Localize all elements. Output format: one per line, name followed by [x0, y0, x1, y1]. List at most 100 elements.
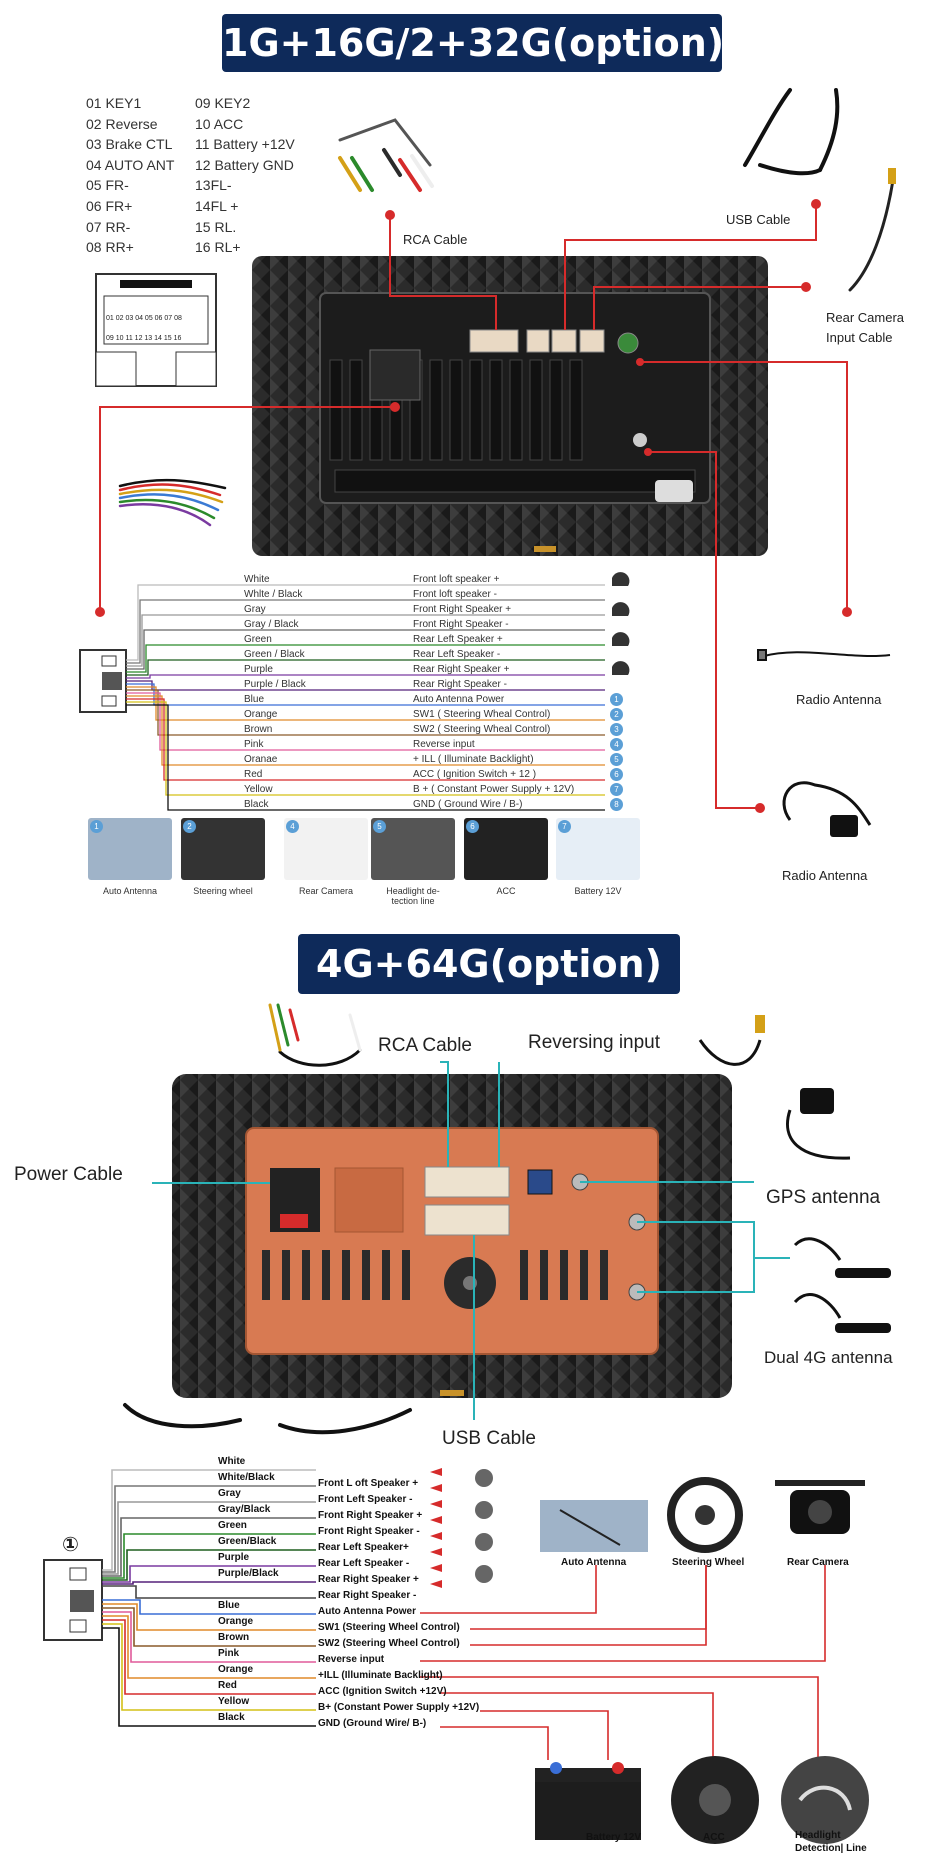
reversing-input-cable-icon [698, 1015, 765, 1066]
wire-line [102, 1611, 316, 1663]
rca-cable-label: RCA Cable [403, 232, 468, 247]
wire-function-label: SW1 (Steering Wheel Control) [318, 1622, 460, 1633]
gps-antenna-label: GPS antenna [766, 1187, 881, 1208]
rca-cable-icon-2 [268, 1003, 362, 1067]
wire-color-label: Purple [218, 1552, 250, 1563]
wire-function-label: Front Right Speaker + [318, 1510, 423, 1521]
wire-function-label: Rear Left Speaker + [413, 634, 503, 645]
wire-color-label: Blue [218, 1600, 240, 1611]
wire-line [126, 599, 605, 664]
thumb-number-badge: 4 [286, 820, 299, 833]
wire-function-label: Rear Right Speaker + [413, 664, 510, 675]
wire-function-label: Auto Antenna Power [413, 694, 505, 705]
rear-camera-label-2: Input Cable [826, 330, 893, 345]
number-badge: 5 [610, 753, 623, 766]
pin-item: 07 RR- [86, 218, 131, 235]
radio-antenna-puck-icon [782, 781, 872, 837]
unit-1-vents [329, 359, 583, 461]
wire-color-label: White/Black [218, 1472, 275, 1483]
section-1-title: 1G+16G/2+32G(option) [222, 14, 724, 72]
pin-item: 01 KEY1 [86, 95, 142, 111]
pin-list-right: 09 KEY2 10 ACC 11 Battery +12V 12 Batter… [195, 93, 295, 258]
dual-4g-antenna-label: Dual 4G antenna [764, 1348, 893, 1367]
steering-wheel-image [667, 1477, 743, 1553]
pin-item: 11 Battery +12V [195, 136, 295, 153]
headlight-caption-2: Detection| Line [795, 1843, 867, 1854]
wire-line [102, 1517, 316, 1577]
unit-1-tab [534, 546, 556, 552]
accessory-thumb: 4 [284, 818, 368, 880]
accessory-thumb: 2 [181, 818, 265, 880]
wire-color-label: White [244, 574, 270, 585]
head-unit-1 [252, 256, 768, 556]
wire-color-label: Blue [244, 694, 265, 705]
wire-color-label: Whlte / Black [244, 589, 303, 600]
wire-line [126, 584, 605, 661]
connector-pinout-box [95, 273, 217, 387]
accessory-thumb: 6 [464, 818, 548, 880]
wire-function-label: SW1 ( Steering Wheal Control) [413, 709, 551, 720]
speaker-icons-2 [475, 1469, 493, 1583]
rca-cable-label-2: RCA Cable [378, 1035, 472, 1056]
wire-color-label: Purple / Black [244, 679, 306, 690]
pin-item: 09 KEY2 [195, 95, 251, 111]
rear-camera-label: Rear Camera [826, 310, 905, 325]
wire-line [102, 1585, 316, 1599]
number-badge: 1 [610, 693, 623, 706]
wire-color-label: Gray/Black [218, 1504, 271, 1515]
wire-color-label: Black [218, 1712, 245, 1723]
wire-color-label: Purple/Black [218, 1568, 279, 1579]
wire-color-label: Gray / Black [244, 619, 299, 630]
connector-row-1: 01 02 03 04 05 06 07 08 [106, 315, 182, 322]
thumb-caption: Auto Antenna [102, 886, 158, 896]
wire-function-label: Reverse input [318, 1654, 385, 1665]
wire-function-label: Rear Left Speaker+ [318, 1542, 409, 1553]
radio-antenna-cable-icon [757, 649, 891, 661]
wire-line [102, 1627, 316, 1727]
thumb-caption: ACC [496, 886, 516, 896]
thumb-caption: Steering wheel [193, 886, 253, 896]
wire-line [102, 1469, 316, 1571]
wire-function-label: Front Right Speaker + [413, 604, 512, 615]
wire-color-label: Green [218, 1520, 247, 1531]
wire-function-label: +ILL (Illuminate Backlight) [318, 1670, 443, 1681]
wire-function-label: Rear Right Speaker - [318, 1590, 417, 1601]
wire-color-label: Green/Black [218, 1536, 277, 1547]
wire-color-label: Pink [244, 739, 264, 750]
wire-line [126, 614, 605, 667]
pin-item: 03 Brake CTL [86, 136, 173, 153]
wire-line [102, 1565, 316, 1583]
pin-item: 14FL + [195, 197, 239, 214]
wire-function-label: SW2 ( Steering Wheal Control) [413, 724, 551, 735]
wire-bundle-2 [102, 1469, 316, 1727]
wire-line [126, 674, 605, 679]
wire-function-label: GND ( Ground Wire / B-) [413, 799, 523, 810]
wire-function-label: Auto Antenna Power [318, 1606, 416, 1617]
pin-item: 12 Battery GND [195, 156, 294, 173]
wire-line [102, 1623, 316, 1711]
wire-line [102, 1603, 316, 1631]
thumb-number-badge: 7 [558, 820, 571, 833]
radio-antenna-label: Radio Antenna [796, 692, 882, 707]
thumb-caption: Battery 12V [574, 886, 622, 896]
wire-color-label: Oranae [244, 754, 278, 765]
wire-color-label: Pink [218, 1648, 240, 1659]
wire-function-label: ACC (Ignition Switch +12V) [318, 1686, 447, 1697]
wire-color-label: Brown [218, 1632, 250, 1643]
rear-camera-caption: Rear Camera [787, 1557, 849, 1568]
wire-color-label: Red [218, 1680, 237, 1691]
thumb-number-badge: 2 [183, 820, 196, 833]
usb-cable-label-2: USB Cable [442, 1428, 536, 1449]
wire-function-label: Front loft speaker + [413, 574, 500, 585]
pin-item: 02 Reverse [86, 115, 158, 132]
wire-color-label: Green [244, 634, 272, 645]
auto-antenna-caption: Auto Antenna [561, 1557, 627, 1568]
pin-item: 10 ACC [195, 115, 244, 132]
speaker-icons-1 [612, 572, 630, 675]
headlight-caption: Headlight [795, 1830, 841, 1841]
harness-plug-1 [79, 649, 127, 713]
thumb-number-badge: 6 [466, 820, 479, 833]
wire-function-label: + ILL ( Illuminate Backlight) [413, 754, 534, 765]
accessory-thumb: 1 [88, 818, 172, 880]
reversing-input-label: Reversing input [528, 1032, 661, 1053]
